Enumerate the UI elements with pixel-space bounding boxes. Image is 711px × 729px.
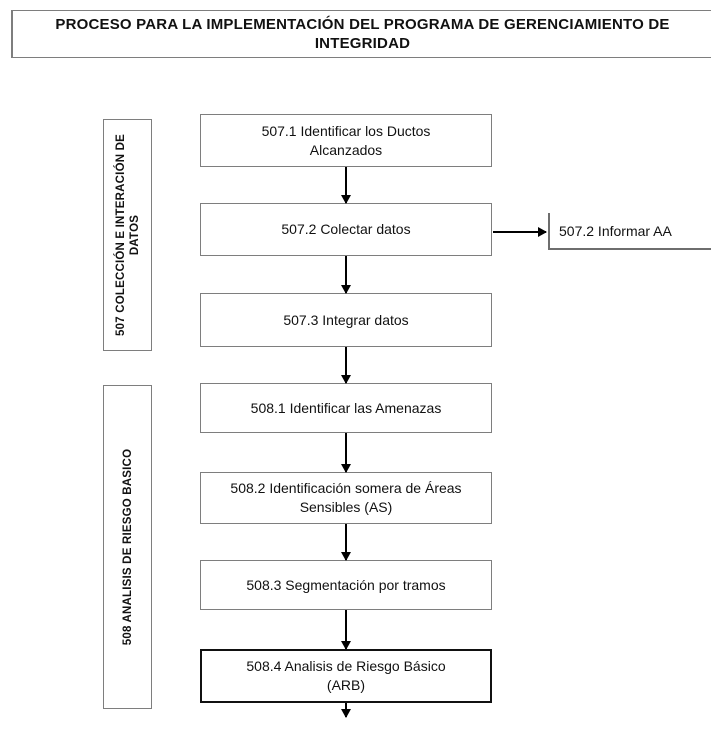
step-box-508-4-analisis-riesgo-basico: 508.4 Analisis de Riesgo Básico (ARB)	[200, 649, 492, 703]
step-box-507-3-integrar-datos: 507.3 Integrar datos	[200, 293, 492, 347]
diagram-title-box: PROCESO PARA LA IMPLEMENTACIÓN DEL PROGR…	[11, 10, 711, 58]
section-label-508-risk-analysis: 508 ANALISIS DE RIESGO BASICO	[103, 385, 152, 709]
step-507-2-label: 507.2 Colectar datos	[281, 221, 411, 237]
step-507-1-label: 507.1 Identificar los Ductos Alcanzados	[261, 122, 431, 158]
section-508-label-text: 508 ANALISIS DE RIESGO BASICO	[121, 448, 134, 646]
arrow-down-icon	[345, 703, 347, 717]
arrow-down-icon	[345, 347, 347, 383]
arrow-right-icon	[493, 231, 546, 233]
arrow-down-icon	[345, 256, 347, 293]
step-508-2-label: 508.2 Identificación somera de Áreas Sen…	[230, 480, 462, 515]
side-box-label: 507.2 Informar AA	[559, 222, 672, 239]
step-box-508-2-identificacion-areas-sensibles: 508.2 Identificación somera de Áreas Sen…	[200, 472, 492, 524]
step-box-507-2-colectar-datos: 507.2 Colectar datos	[200, 203, 492, 256]
section-507-label-text: 507 COLECCIÓN E INTERACIÓN DE DATOS	[114, 134, 141, 336]
step-507-3-label: 507.3 Integrar datos	[283, 311, 409, 328]
step-box-508-3-segmentacion-tramos: 508.3 Segmentación por tramos	[200, 560, 492, 610]
arrow-down-icon	[345, 167, 347, 203]
step-508-4-label: 508.4 Analisis de Riesgo Básico (ARB)	[246, 658, 446, 693]
step-box-508-1-identificar-amenazas: 508.1 Identificar las Amenazas	[200, 383, 492, 433]
diagram-title: PROCESO PARA LA IMPLEMENTACIÓN DEL PROGR…	[55, 16, 670, 52]
side-box-507-2-informar-aa: 507.2 Informar AA	[548, 213, 711, 250]
arrow-down-icon	[345, 610, 347, 649]
step-box-507-1-identificar-ductos: 507.1 Identificar los Ductos Alcanzados	[200, 114, 492, 167]
section-label-507-collection: 507 COLECCIÓN E INTERACIÓN DE DATOS	[103, 119, 152, 351]
arrow-down-icon	[345, 433, 347, 472]
step-508-3-label: 508.3 Segmentación por tramos	[246, 576, 446, 593]
step-508-1-label: 508.1 Identificar las Amenazas	[250, 399, 442, 416]
arrow-down-icon	[345, 524, 347, 560]
